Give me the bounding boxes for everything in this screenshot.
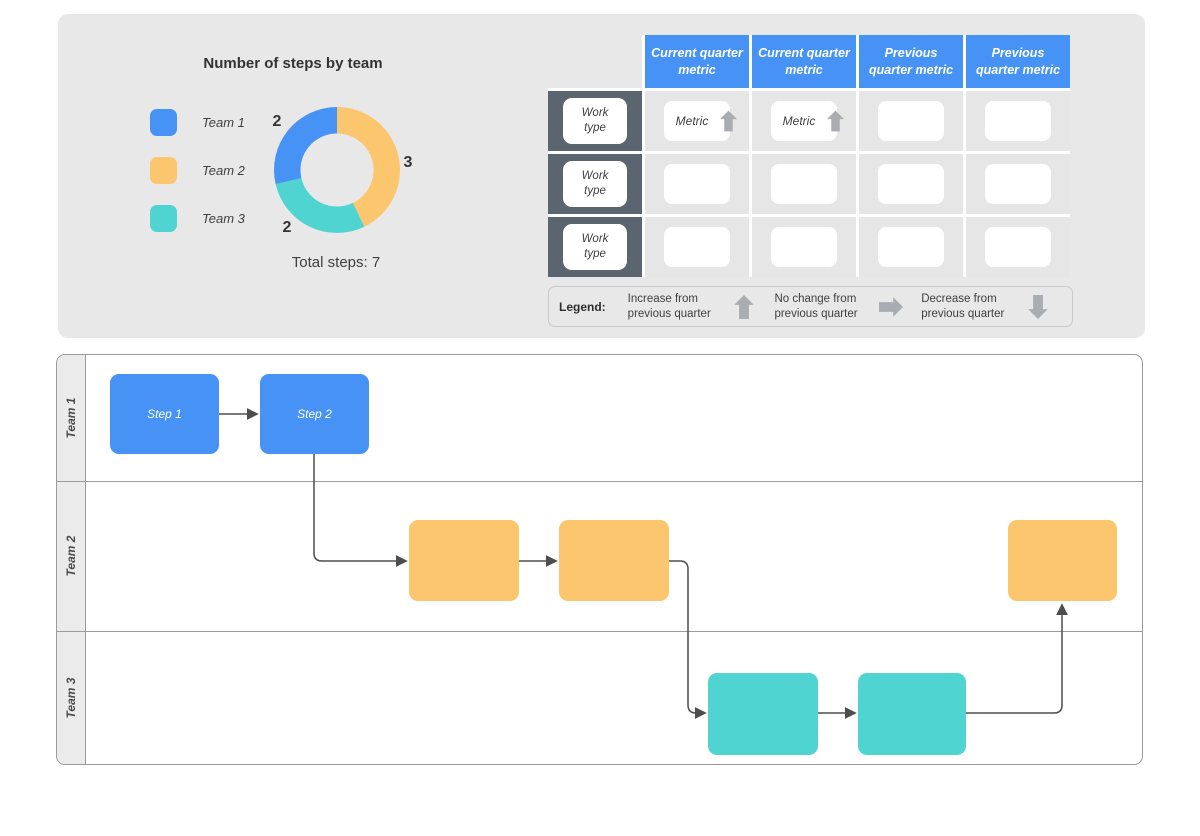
up-arrow-icon <box>827 110 844 132</box>
chart-legend-item-team1: Team 1 <box>150 109 245 136</box>
team1-label: Team 1 <box>202 115 245 130</box>
metric-cell[interactable]: Metric <box>645 91 749 151</box>
metric-text: Metric <box>782 114 816 128</box>
legend-text: Decrease from previous quarter <box>921 292 1005 320</box>
donut-segment-team-3[interactable] <box>275 178 365 233</box>
metric-cell[interactable] <box>859 91 963 151</box>
chart-legend-item-team2: Team 2 <box>150 157 245 184</box>
metric-cell[interactable] <box>752 217 856 277</box>
legend-text: No change from previous quarter <box>774 292 858 320</box>
connector-team3b-team2c[interactable] <box>966 603 1068 714</box>
metric-cell[interactable] <box>859 154 963 214</box>
column-header-4: Previous quarter metric <box>966 35 1070 88</box>
column-header-3: Previous quarter metric <box>859 35 963 88</box>
metric-box[interactable] <box>878 101 944 141</box>
total-steps-label: Total steps: 7 <box>291 254 381 271</box>
metric-box[interactable]: Metric <box>771 101 844 141</box>
donut-value-team3: 2 <box>282 219 292 236</box>
lane-label-column <box>57 355 86 764</box>
metric-box[interactable] <box>878 164 944 204</box>
column-header-1: Current quarter metric <box>645 35 749 88</box>
lane-divider <box>57 631 1142 632</box>
legend-title: Legend: <box>559 299 606 314</box>
flow-box-team3-2[interactable] <box>858 673 966 755</box>
flow-box-team3-1[interactable] <box>708 673 818 755</box>
flow-box-team2-2[interactable] <box>559 520 669 601</box>
work-type-box[interactable]: Work type <box>563 161 627 207</box>
metric-box[interactable] <box>771 164 837 204</box>
work-type-box[interactable]: Work type <box>563 98 627 144</box>
up-arrow-icon <box>734 294 755 319</box>
up-arrow-icon <box>720 110 737 132</box>
donut-segment-team-2[interactable] <box>337 107 400 227</box>
row-header[interactable]: Work type <box>548 154 642 214</box>
flow-box-team2-3[interactable] <box>1008 520 1117 601</box>
table-corner-spacer <box>548 35 642 88</box>
connector-step2-team2[interactable] <box>313 454 408 567</box>
lane-divider <box>57 481 1142 482</box>
metric-box[interactable] <box>985 101 1051 141</box>
flow-box-step2[interactable]: Step 2 <box>260 374 369 454</box>
metric-cell[interactable] <box>752 154 856 214</box>
work-type-box[interactable]: Work type <box>563 224 627 270</box>
team1-swatch <box>150 109 177 136</box>
metric-box[interactable] <box>985 164 1051 204</box>
metric-table: Current quarter metric Current quarter m… <box>548 35 1070 277</box>
metric-cell[interactable] <box>966 217 1070 277</box>
flow-box-team2-1[interactable] <box>409 520 519 601</box>
donut-chart[interactable] <box>274 107 400 233</box>
team3-swatch <box>150 205 177 232</box>
metric-cell[interactable]: Metric <box>752 91 856 151</box>
donut-segment-team-1[interactable] <box>274 107 337 185</box>
row-header[interactable]: Work type <box>548 217 642 277</box>
team2-label: Team 2 <box>202 163 245 178</box>
right-arrow-icon <box>879 296 904 317</box>
legend-item-nochange: No change from previous quarter <box>764 292 911 322</box>
flow-box-step1[interactable]: Step 1 <box>110 374 219 454</box>
legend-bar: Legend: Increase from previous quarter N… <box>548 286 1073 327</box>
chart-legend-item-team3: Team 3 <box>150 205 245 232</box>
metric-box[interactable] <box>985 227 1051 267</box>
metric-box[interactable] <box>664 164 730 204</box>
legend-text: Increase from previous quarter <box>627 292 711 320</box>
team3-label: Team 3 <box>202 211 245 226</box>
row-header[interactable]: Work type <box>548 91 642 151</box>
team2-swatch <box>150 157 177 184</box>
metric-box[interactable]: Metric <box>664 101 737 141</box>
metric-box[interactable] <box>878 227 944 267</box>
dashboard-panel: Number of steps by team Team 1 Team 2 Te… <box>58 14 1145 338</box>
down-arrow-icon <box>1028 294 1048 319</box>
donut-value-team1: 2 <box>272 113 282 130</box>
column-header-2: Current quarter metric <box>752 35 856 88</box>
metric-cell[interactable] <box>859 217 963 277</box>
metric-box[interactable] <box>771 227 837 267</box>
metric-text: Metric <box>675 114 709 128</box>
metric-box[interactable] <box>664 227 730 267</box>
metric-cell[interactable] <box>645 217 749 277</box>
metric-cell[interactable] <box>645 154 749 214</box>
donut-value-team2: 3 <box>403 154 413 171</box>
legend-item-increase: Increase from previous quarter <box>618 292 765 322</box>
connector-layer <box>219 408 1068 719</box>
connector-team2b-team3a[interactable] <box>669 560 707 719</box>
metric-cell[interactable] <box>966 154 1070 214</box>
legend-item-decrease: Decrease from previous quarter <box>911 292 1058 322</box>
metric-cell[interactable] <box>966 91 1070 151</box>
swimlane-container: Team 1 Team 2 Team 3 Step 1 Step 2 <box>56 354 1143 765</box>
chart-title: Number of steps by team <box>203 55 383 72</box>
